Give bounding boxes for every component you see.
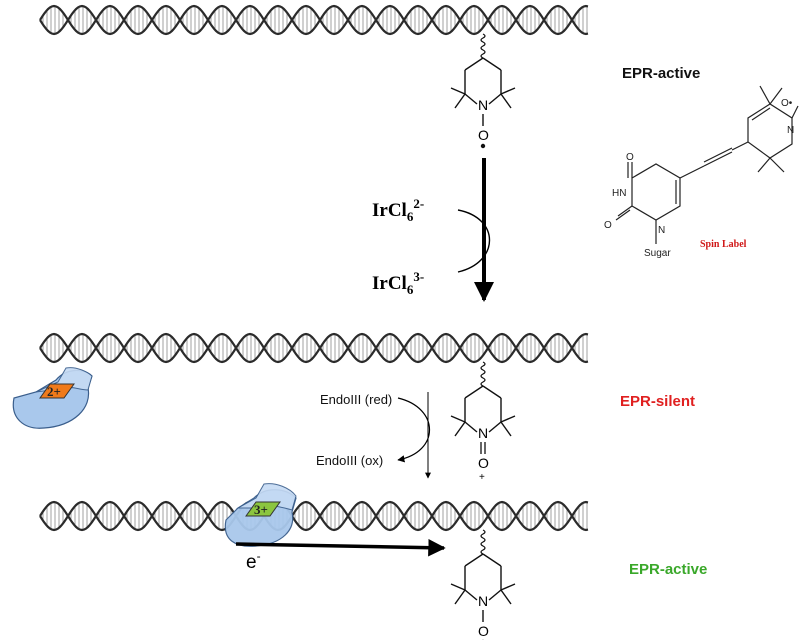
dna-backbone-strand [39, 500, 589, 532]
spin-atom-n: N [658, 225, 665, 236]
nitroxide-bond [454, 93, 466, 109]
nitroxide-bond [500, 421, 512, 437]
nitroxide-bond [454, 589, 466, 605]
ircl6-reactant-label: IrCl62- [372, 196, 424, 224]
nitroxide-bond [464, 93, 478, 105]
nitroxide-bond [464, 57, 484, 71]
nitroxide-bond [482, 385, 502, 399]
nitroxide-o-atom: O [478, 127, 489, 143]
dna-backbone-strand [39, 332, 589, 364]
spin-atom-nh: HN [612, 188, 626, 199]
nitroxide-o-atom: O [478, 455, 489, 471]
spin-label-structure [615, 85, 799, 244]
spin-atom-o-bottom: O [604, 220, 612, 231]
nitroxide-linker [480, 361, 486, 387]
nitroxide-bond [464, 553, 484, 567]
nitroxide-bond [450, 87, 466, 95]
dna-backbone-strand [39, 4, 589, 36]
spin-atom-n-radical: N [787, 125, 794, 136]
nitroxide-label-middle: NO+ [450, 361, 516, 483]
nitroxide-n-atom: N [478, 593, 488, 609]
endoiii-protein-reduced: 2+ [12, 367, 93, 429]
nitroxide-bond [488, 93, 502, 105]
nitroxide-o-atom: O [478, 623, 489, 639]
nitroxide-bond [488, 421, 502, 433]
spin-atom-o-top: O [626, 152, 634, 163]
nitroxide-bond [488, 589, 502, 601]
nitroxide-bond [482, 553, 502, 567]
ircl6-product-label: IrCl63- [372, 269, 424, 297]
nitroxide-bond [464, 589, 478, 601]
spin-atom-o-radical: O• [781, 98, 793, 109]
nitroxide-n-atom: N [478, 97, 488, 113]
dna-helix-bottom [39, 500, 589, 532]
dna-backbone-strand [39, 500, 589, 532]
state-label-middle: EPR-silent [620, 393, 695, 410]
nitroxide-bond [500, 589, 512, 605]
nitroxide-bond [464, 385, 484, 399]
nitroxide-bond [500, 583, 516, 591]
dna-backbone-strand [39, 332, 589, 364]
nitroxide-bond [450, 583, 466, 591]
nitroxide-linker [480, 33, 486, 59]
nitroxide-bond [454, 421, 466, 437]
nitroxide-label-bottom: NO [450, 529, 516, 640]
nitroxide-radical-dot [480, 143, 486, 149]
state-label-top: EPR-active [622, 65, 700, 82]
spin-atom-sugar: Sugar [644, 248, 671, 259]
nitroxide-bond [500, 415, 516, 423]
charge-label-reduced: 2+ [47, 384, 61, 399]
nitroxide-bond [500, 87, 516, 95]
nitroxide-bond [500, 93, 512, 109]
nitroxide-linker [480, 529, 486, 555]
nitroxide-n-atom: N [478, 425, 488, 441]
endoiii-reduced-label: EndoIII (red) [320, 392, 392, 407]
nitroxide-bond [464, 421, 478, 433]
spin-label-caption: Spin Label [700, 239, 747, 250]
nitroxide-bond [450, 415, 466, 423]
endoiii-curved-arrow [397, 397, 431, 463]
nitroxide-label-top: NO [450, 33, 516, 149]
endoiii-protein-oxidized: 3+ [224, 483, 297, 547]
nitroxide-bond [482, 57, 502, 71]
electron-label: e- [246, 549, 261, 573]
endoiii-oxidized-label: EndoIII (ox) [316, 453, 383, 468]
dna-helix-middle [39, 332, 589, 364]
state-label-bottom: EPR-active [629, 561, 707, 578]
dna-helix-top [39, 4, 589, 36]
nitroxide-positive-charge: + [479, 472, 485, 483]
dna-backbone-strand [39, 4, 589, 36]
charge-label-oxidized: 3+ [254, 502, 268, 517]
ircl6-curved-arrow [457, 209, 491, 273]
electron-transfer-arrow [235, 538, 446, 557]
